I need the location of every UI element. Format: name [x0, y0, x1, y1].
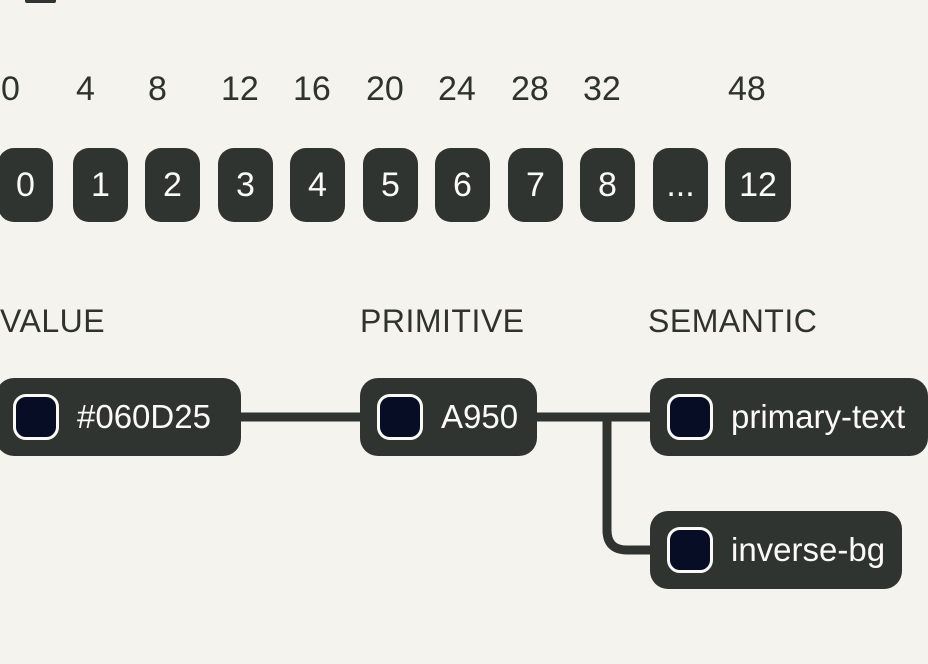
scale-px-label: 4 [76, 70, 95, 108]
color-swatch [13, 394, 59, 440]
scale-step-box: 12 [725, 148, 791, 222]
semantic-token-label: inverse-bg [731, 531, 886, 568]
scale-step: 32 8 [580, 70, 635, 222]
color-swatch [377, 394, 423, 440]
column-heading-primitive: PRIMITIVE [360, 303, 525, 339]
cropped-element-fragment [25, 0, 56, 3]
scale-px-label: 32 [583, 70, 621, 108]
scale-step-box: ... [653, 148, 708, 222]
scale-step: 8 2 [145, 70, 200, 222]
scale-step-box: 2 [145, 148, 200, 222]
scale-step-box: 6 [435, 148, 490, 222]
color-swatch [667, 394, 713, 440]
scale-step-box: 1 [73, 148, 128, 222]
primitive-token-pill: A950 [360, 378, 537, 456]
scale-px-label: 16 [293, 70, 331, 108]
scale-px-label: 20 [366, 70, 404, 108]
scale-step-box: 4 [290, 148, 345, 222]
column-heading-semantic: SEMANTIC [648, 303, 818, 339]
connector-primitive-inverse-bg [602, 418, 652, 555]
scale-step-box: 3 [218, 148, 273, 222]
semantic-token-pill-primary-text: primary-text [650, 378, 928, 456]
scale-step-box: 5 [363, 148, 418, 222]
scale-px-label: 24 [438, 70, 476, 108]
primitive-token-label: A950 [441, 398, 519, 435]
scale-step: 4 1 [73, 70, 128, 222]
scale-step-box: 8 [580, 148, 635, 222]
scale-step: 20 5 [363, 70, 418, 222]
scale-px-label: 48 [728, 70, 766, 108]
semantic-token-pill-inverse-bg: inverse-bg [650, 511, 902, 589]
scale-step: 0 0 [0, 70, 53, 222]
color-swatch [667, 527, 713, 573]
value-token-pill: #060D25 [0, 378, 241, 456]
scale-step: 28 7 [508, 70, 563, 222]
scale-step: 48 12 [725, 70, 791, 222]
scale-step: 16 4 [290, 70, 345, 222]
column-heading-value: VALUE [0, 303, 106, 339]
scale-px-label: 12 [221, 70, 259, 108]
scale-step-box: 7 [508, 148, 563, 222]
scale-px-label: 8 [148, 70, 167, 108]
scale-step: 12 3 [218, 70, 273, 222]
scale-px-label: 28 [511, 70, 549, 108]
scale-step-box: 0 [0, 148, 53, 222]
scale-px-label: 0 [1, 70, 20, 108]
scale-step: 24 6 [435, 70, 490, 222]
semantic-token-label: primary-text [731, 398, 906, 435]
value-token-label: #060D25 [77, 398, 211, 435]
